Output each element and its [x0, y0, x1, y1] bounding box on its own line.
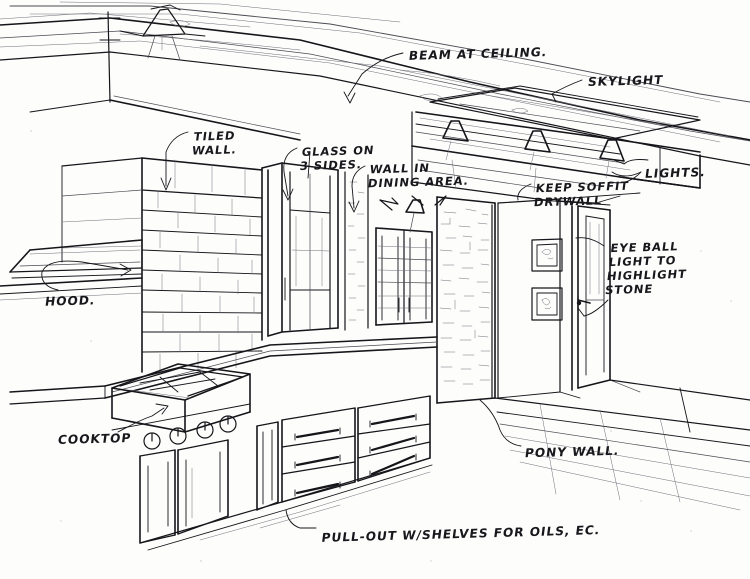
cooktop-unit [111, 363, 251, 450]
paper-speck [690, 530, 692, 532]
tiled-wall-surface [141, 157, 263, 373]
soffit-beam [411, 111, 701, 201]
paper-speck [700, 250, 702, 252]
ceiling-corner-vertical [107, 11, 111, 103]
pendant-light-2 [524, 130, 551, 171]
annotation-cooktop: COOKTOP [57, 430, 133, 448]
annotation-wall-in-dining-area: WALL IN DINING AREA. [366, 160, 470, 191]
annotation-tiled-wall: TILED WALL. [191, 128, 238, 158]
arrowheads [379, 195, 447, 211]
annotation-keep-soffit-drywall: KEEP SOFFIT DRYWALL [532, 178, 630, 210]
annotation-glass-on-3-sides: GLASS ON 3 SIDES. [299, 142, 376, 174]
plank-floor [494, 379, 750, 511]
paper-speck [730, 300, 732, 302]
paper-speck [640, 500, 642, 502]
drawer-bank-right [357, 395, 431, 482]
ceiling-light-fixture [119, 4, 206, 61]
paper-speck [200, 560, 202, 562]
annotation-pony-wall: PONY WALL. [523, 443, 621, 461]
drawer-bank-left [281, 407, 356, 503]
hood-unit [0, 157, 143, 301]
paper-speck [610, 430, 612, 432]
paper-speck [430, 560, 432, 562]
skylight-opening [429, 85, 701, 140]
annotation-hood: HOOD. [44, 293, 97, 309]
pendant-light-1 [442, 120, 469, 161]
leader-lines [41, 52, 649, 529]
framed-picture-lower [531, 287, 563, 321]
lower-cabinet-doors [139, 439, 229, 544]
annotation-skylight: SKYLIGHT [587, 72, 665, 90]
back-drywall-wall [497, 198, 561, 399]
paper-speck [90, 340, 92, 342]
stone-pony-wall [436, 196, 499, 404]
pull-out-cabinet [256, 421, 279, 511]
paper-speck [60, 520, 62, 522]
paper-speck [30, 130, 32, 132]
pendant-light-3 [599, 139, 625, 179]
framed-picture-upper [531, 238, 563, 272]
annotation-eye-ball-light: EYE BALL LIGHT TO HIGHLIGHT STONE [604, 239, 688, 298]
glass-upper-cabinets [261, 162, 433, 341]
annotation-lights: LIGHTS. [644, 165, 707, 181]
eyeball-light [405, 199, 425, 233]
